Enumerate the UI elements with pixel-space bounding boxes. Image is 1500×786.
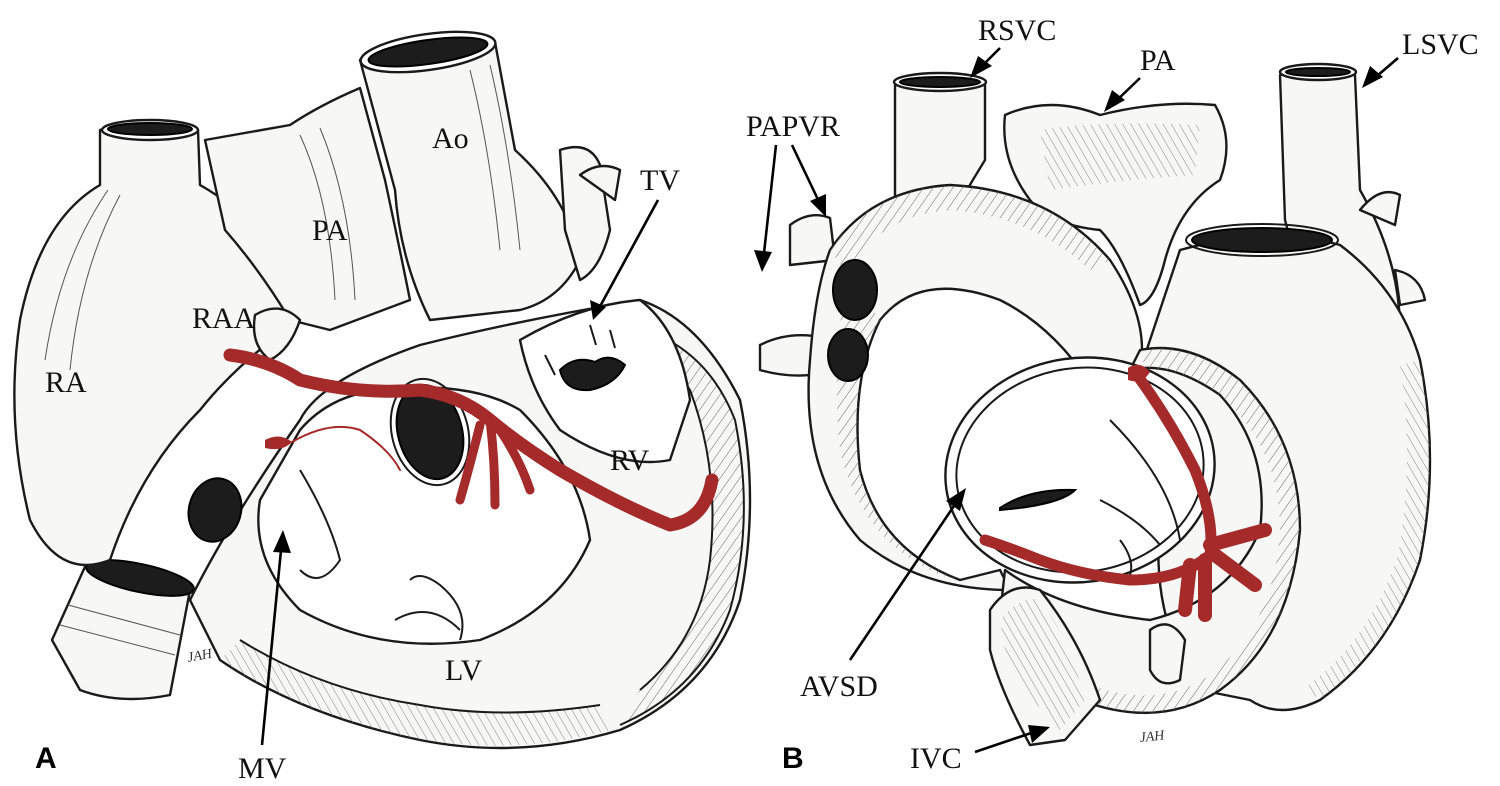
panel-a-raa — [252, 307, 302, 362]
panel-a-ivc-vessel — [50, 558, 195, 701]
panel-b-ivc-vessel — [988, 586, 1187, 747]
label-ivc: IVC — [910, 742, 962, 775]
panel-b-ventricle-ring — [998, 346, 1302, 714]
panel-a-tricuspid-region — [518, 298, 692, 464]
label-avsd: AVSD — [800, 670, 878, 703]
label-ao: Ao — [432, 122, 469, 155]
label-pa-a: PA — [312, 214, 348, 247]
panel-a-arrows — [260, 199, 660, 746]
panel-b-conduction-system — [979, 364, 1272, 622]
panel-a-coronary-vessels — [558, 145, 622, 282]
panel-letter-a: A — [35, 742, 57, 775]
label-pa-b: PA — [1140, 44, 1176, 77]
panel-letter-b: B — [782, 742, 804, 775]
label-rv: RV — [610, 444, 650, 477]
label-lv: LV — [445, 654, 483, 687]
label-mv: MV — [238, 752, 287, 785]
panel-a-pulmonary-artery — [203, 86, 412, 332]
signature-a: JAH — [186, 647, 214, 666]
panel-b-atrial-shell — [807, 183, 1144, 592]
panel-b: RSVC PA LSVC PAPVR AVSD IVC JAH B — [746, 14, 1479, 775]
signature-b: JAH — [1139, 728, 1166, 746]
label-rsvc: RSVC — [978, 14, 1056, 47]
label-ra: RA — [45, 366, 87, 399]
label-papvr: PAPVR — [746, 110, 840, 143]
panel-a-aorta — [358, 30, 582, 322]
panel-b-arrows — [754, 47, 1399, 754]
label-raa: RAA — [192, 302, 256, 335]
panel-a-conduction-system — [223, 348, 719, 532]
label-tv: TV — [640, 164, 680, 197]
label-lsvc: LSVC — [1402, 28, 1479, 61]
panel-a: RA RAA PA Ao TV RV LV MV JAH A — [13, 30, 752, 785]
panel-a-lv-chamber — [187, 377, 592, 645]
